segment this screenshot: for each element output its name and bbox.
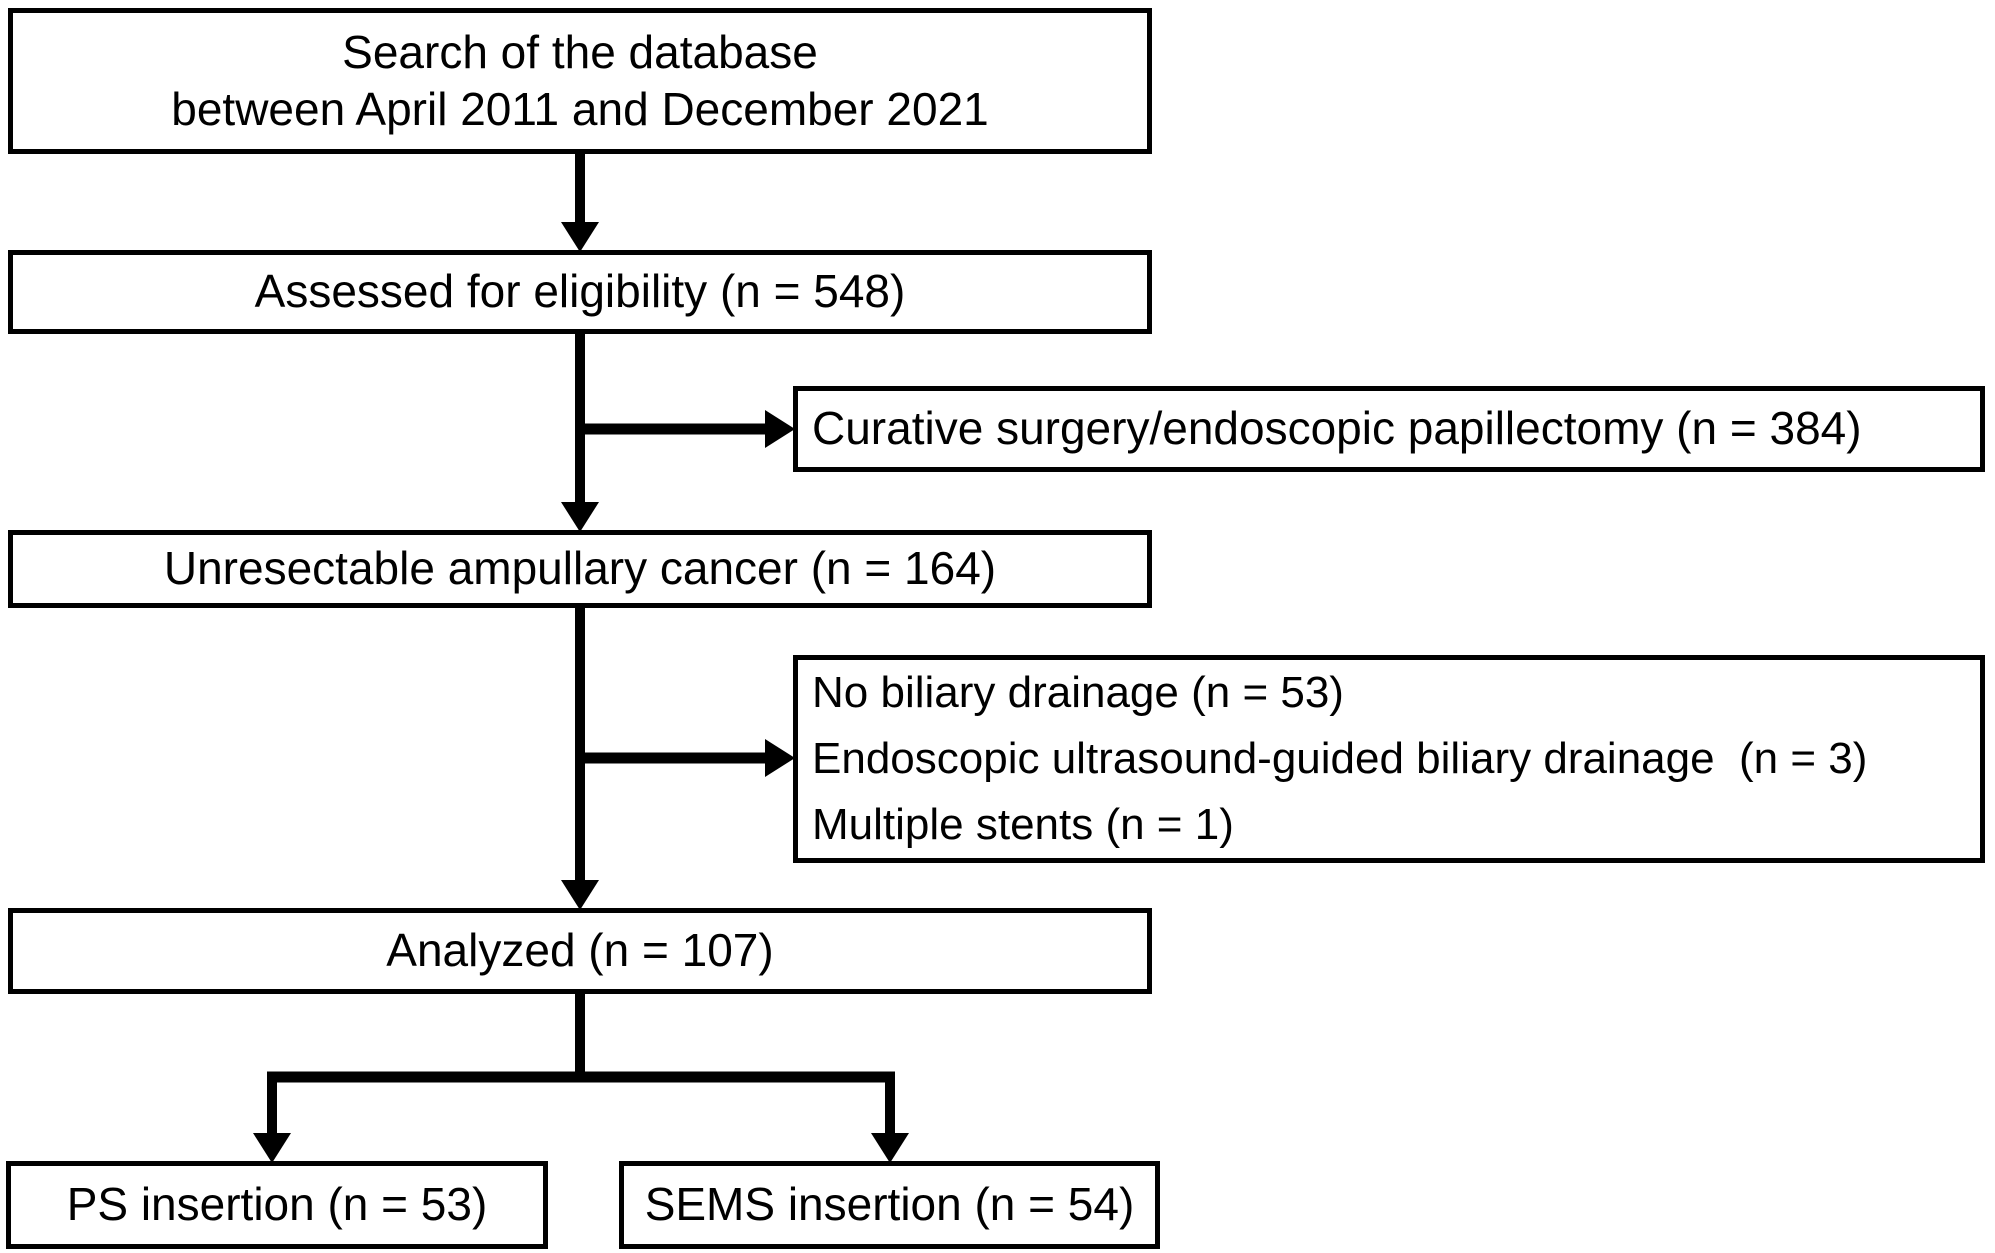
box-exclusions: No biliary drainage (n = 53) Endoscopic … [793,655,1985,863]
box-search-database: Search of the database between April 201… [8,8,1152,154]
box-assessed-eligibility: Assessed for eligibility (n = 548) [8,250,1152,334]
arrow-split-connector [267,990,895,1083]
arrow-split-to-ps [253,1072,291,1163]
box-ps-insertion: PS insertion (n = 53) [6,1161,548,1249]
box-analyzed: Analyzed (n = 107) [8,908,1152,994]
search-database-line2: between April 2011 and December 2021 [171,83,989,135]
box-sems-insertion: SEMS insertion (n = 54) [619,1161,1160,1249]
curative-surgery-label: Curative surgery/endoscopic papillectomy… [812,402,1862,455]
arrow-assessed-to-unresectable [561,330,599,532]
exclusion-eus-drainage: Endoscopic ultrasound-guided biliary dra… [812,734,1868,783]
box-unresectable-cancer: Unresectable ampullary cancer (n = 164) [8,530,1152,608]
arrow-branch-curative [575,410,795,448]
assessed-eligibility-label: Assessed for eligibility (n = 548) [254,265,906,318]
search-database-line1: Search of the database [342,25,818,78]
exclusion-multiple-stents: Multiple stents (n = 1) [812,800,1234,849]
arrow-unresectable-to-analyzed [561,604,599,910]
analyzed-label: Analyzed (n = 107) [386,924,774,977]
sems-insertion-label: SEMS insertion (n = 54) [644,1178,1135,1231]
unresectable-cancer-label: Unresectable ampullary cancer (n = 164) [163,542,997,595]
exclusion-no-drainage: No biliary drainage (n = 53) [812,668,1344,717]
arrow-search-to-assessed [561,150,599,252]
arrow-branch-exclusions [575,739,795,777]
arrow-split-to-sems [871,1072,909,1163]
ps-insertion-label: PS insertion (n = 53) [66,1178,488,1231]
box-curative-surgery: Curative surgery/endoscopic papillectomy… [793,386,1985,472]
